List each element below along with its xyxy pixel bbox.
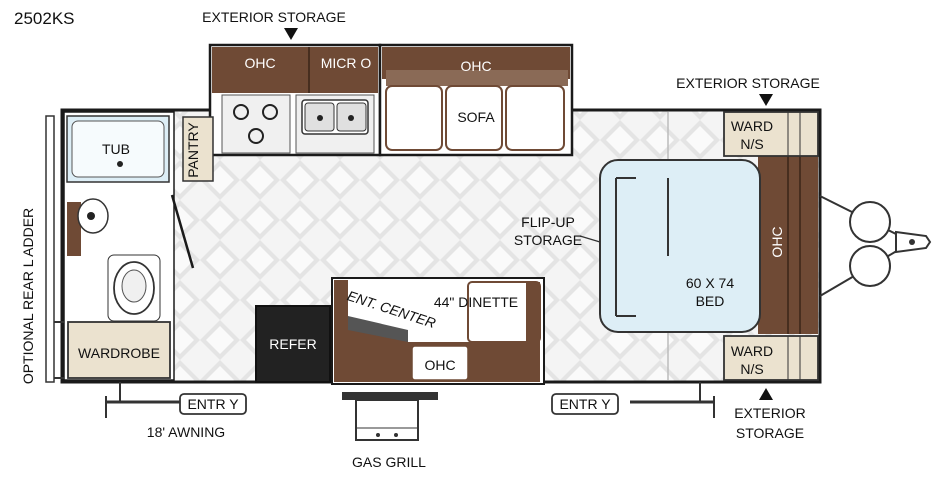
- sofa-slideout: [378, 43, 574, 157]
- label-refer: REFER: [269, 336, 316, 352]
- label-storage-bottom: STORAGE: [736, 425, 804, 441]
- label-sofa: SOFA: [457, 109, 495, 125]
- label-tub: TUB: [102, 141, 130, 157]
- label-flip-up-storage: STORAGE: [514, 232, 582, 248]
- label-exterior-storage-right: EXTERIOR STORAGE: [676, 75, 820, 91]
- label-wardrobe: WARDROBE: [78, 345, 160, 361]
- arrow-up-icon: [759, 388, 773, 400]
- label-ns-bottom: N/S: [740, 361, 763, 377]
- refrigerator: [255, 305, 331, 383]
- label-awning: 18' AWNING: [147, 424, 225, 440]
- bedroom: [579, 112, 818, 380]
- label-entry-right: ENTR Y: [559, 396, 611, 412]
- ward-ns-bottom: [723, 335, 819, 381]
- label-flip-up: FLIP-UP: [521, 214, 575, 230]
- dinette-area: [331, 277, 545, 385]
- label-micro: MICR O: [321, 55, 372, 71]
- label-ward-top: WARD: [731, 118, 773, 134]
- arrow-down-icon: [284, 28, 298, 40]
- label-ohc-kitchen: OHC: [244, 55, 275, 71]
- label-gas-grill: GAS GRILL: [352, 454, 426, 470]
- rear-ladder: [45, 115, 64, 383]
- stove-burners: [233, 104, 278, 144]
- ward-ns-top: [723, 111, 819, 157]
- label-ns-top: N/S: [740, 136, 763, 152]
- label-dinette: 44" DINETTE: [434, 294, 518, 310]
- wardrobe-rear: [67, 321, 171, 379]
- label-exterior-bottom: EXTERIOR: [734, 405, 806, 421]
- label-bed-size: 60 X 74: [686, 275, 734, 291]
- label-entry-left: ENTR Y: [187, 396, 239, 412]
- label-ohc-dinette: OHC: [424, 357, 455, 373]
- entry-step-right: [551, 393, 619, 415]
- pantry: [182, 116, 214, 182]
- gas-grill: [342, 392, 438, 441]
- model-number: 2502KS: [14, 9, 75, 28]
- hitch: [819, 195, 932, 297]
- label-ohc-sofa: OHC: [460, 58, 491, 74]
- label-pantry: PANTRY: [185, 122, 201, 178]
- label-ohc-bed: OHC: [769, 226, 785, 257]
- entry-step-left: [179, 393, 247, 415]
- label-ward-bottom: WARD: [731, 343, 773, 359]
- arrow-down-icon: [759, 94, 773, 106]
- label-exterior-storage-top: EXTERIOR STORAGE: [202, 9, 346, 25]
- label-rear-ladder: OPTIONAL REAR L ADDER: [20, 208, 36, 384]
- kitchen-sink: [301, 99, 369, 135]
- label-bed: BED: [696, 293, 725, 309]
